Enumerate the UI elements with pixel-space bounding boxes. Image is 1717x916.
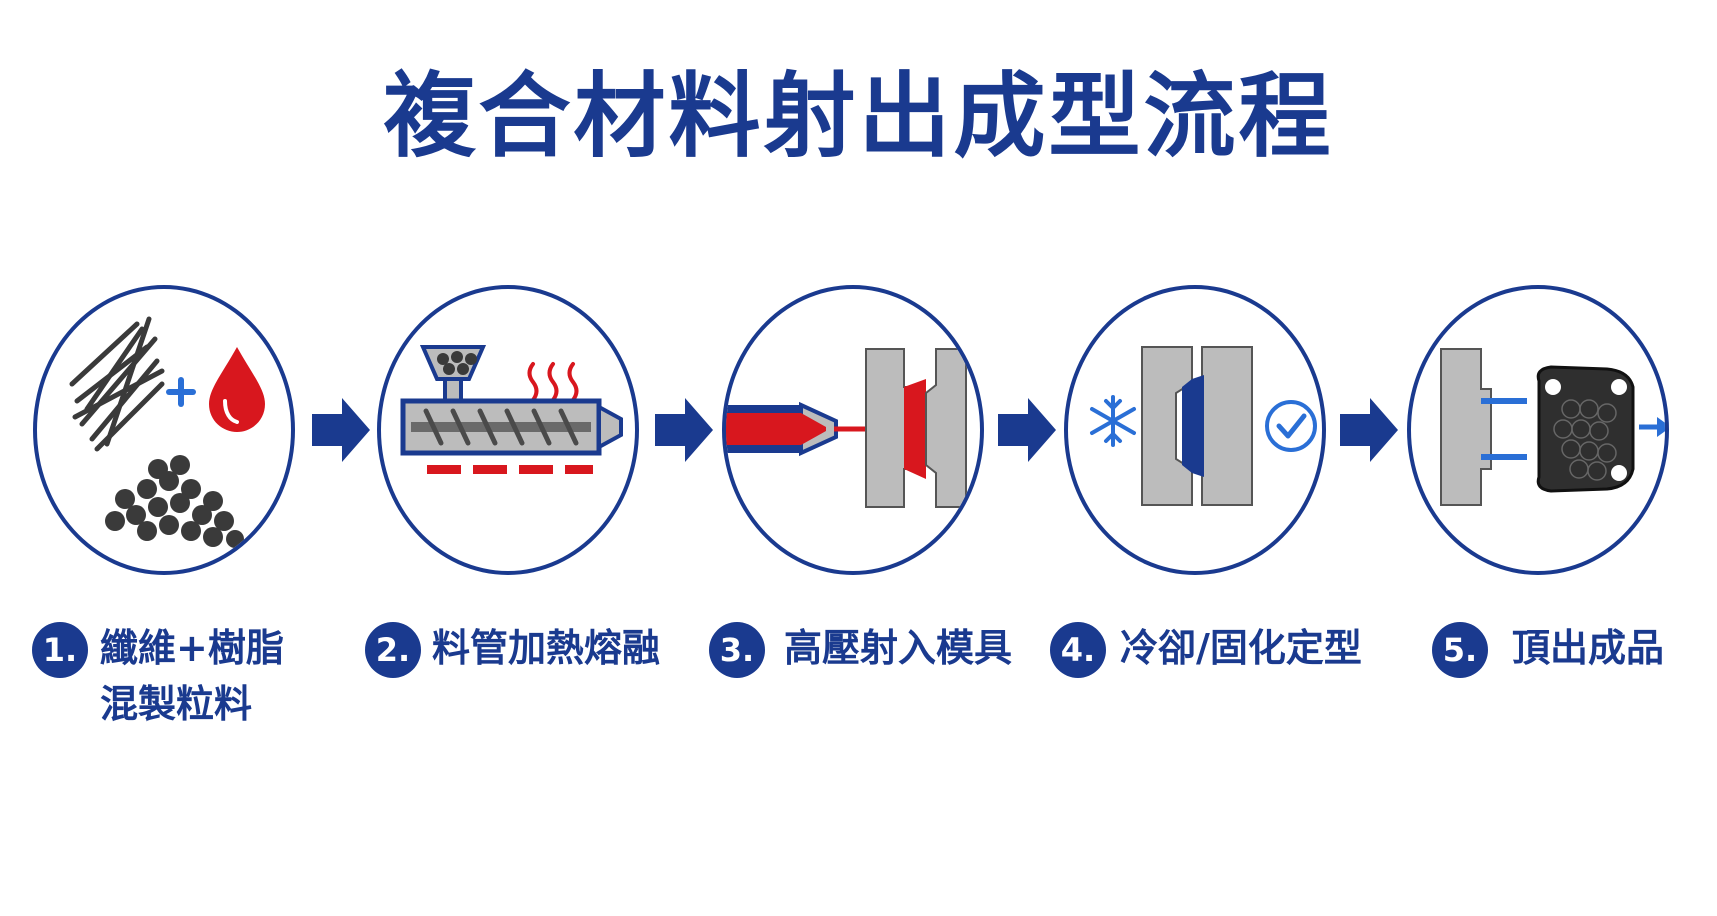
step-4-label: 冷卻/固化定型 — [1120, 626, 1362, 670]
step-3-number: 3. — [709, 622, 765, 678]
step-1-label: 纖維+樹脂 — [100, 626, 284, 670]
step-1-label-line2: 混製粒料 — [100, 682, 253, 726]
cooling-solidify-icon — [1090, 346, 1317, 506]
eject-part-icon — [1440, 348, 1665, 506]
right-arrow-icon — [998, 398, 1056, 462]
right-arrow-icon — [312, 398, 370, 462]
right-arrow-icon — [1340, 398, 1398, 462]
step-4-number: 4. — [1050, 622, 1106, 678]
step-1-circle — [33, 285, 295, 575]
step-2-circle — [377, 285, 639, 575]
right-arrow-icon — [655, 398, 713, 462]
injection-into-mold-icon — [726, 348, 967, 508]
step-2-number: 2. — [365, 622, 421, 678]
check-icon — [1265, 400, 1317, 452]
snowflake-icon — [1090, 395, 1136, 447]
page-title: 複合材料射出成型流程 — [383, 63, 1334, 170]
step-5-number: 5. — [1432, 622, 1488, 678]
step-4-circle — [1064, 285, 1326, 575]
step-5-label: 頂出成品 — [1512, 626, 1665, 670]
step-2-label: 料管加熱熔融 — [432, 626, 661, 670]
step-3-label: 高壓射入模具 — [784, 626, 1013, 670]
fiber-resin-pellets-icon — [69, 316, 265, 548]
step-5-circle — [1407, 285, 1669, 575]
step-3-circle — [722, 285, 984, 575]
heated-screw-barrel-icon — [400, 345, 623, 474]
step-1-number: 1. — [32, 622, 88, 678]
